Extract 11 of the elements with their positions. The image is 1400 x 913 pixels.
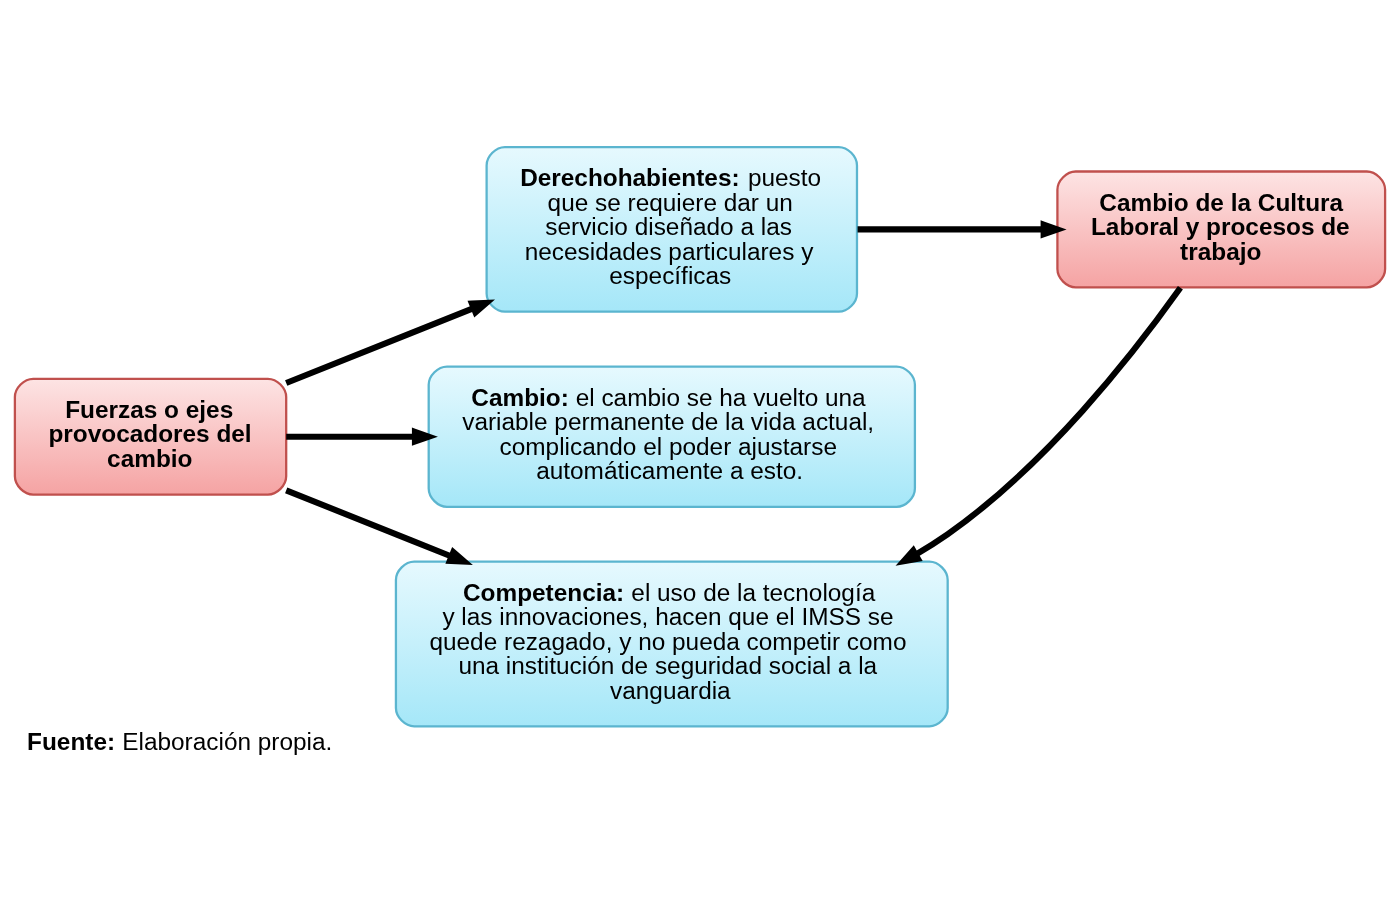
arrow — [286, 427, 438, 446]
caption: Fuente: Elaboración propia. — [27, 728, 333, 756]
node-box: Fuerzas o ejes provocadores del cambio — [13, 377, 288, 496]
arrow — [285, 299, 495, 386]
node-box: Cambio: el cambio se ha vuelto una variable permanente de la vida actual, complicando el poder ajustarse automáticamente a esto. — [427, 365, 917, 508]
node-box: Derechohabientes: puesto que se requiere dar un servicio diseñado a las necesidades particulares y específicas — [485, 145, 859, 313]
node-box: Cambio de la Cultura Laboral y procesos de trabajo — [1056, 170, 1387, 289]
arrow — [895, 286, 1183, 566]
arrow — [857, 220, 1067, 239]
node-box: Competencia: el uso de la tecnología y las innovaciones, hacen que el IMSS se quede rezagado, y no pueda competir como una institución de seguridad social a la vanguardia — [394, 560, 949, 728]
arrow — [285, 487, 473, 566]
